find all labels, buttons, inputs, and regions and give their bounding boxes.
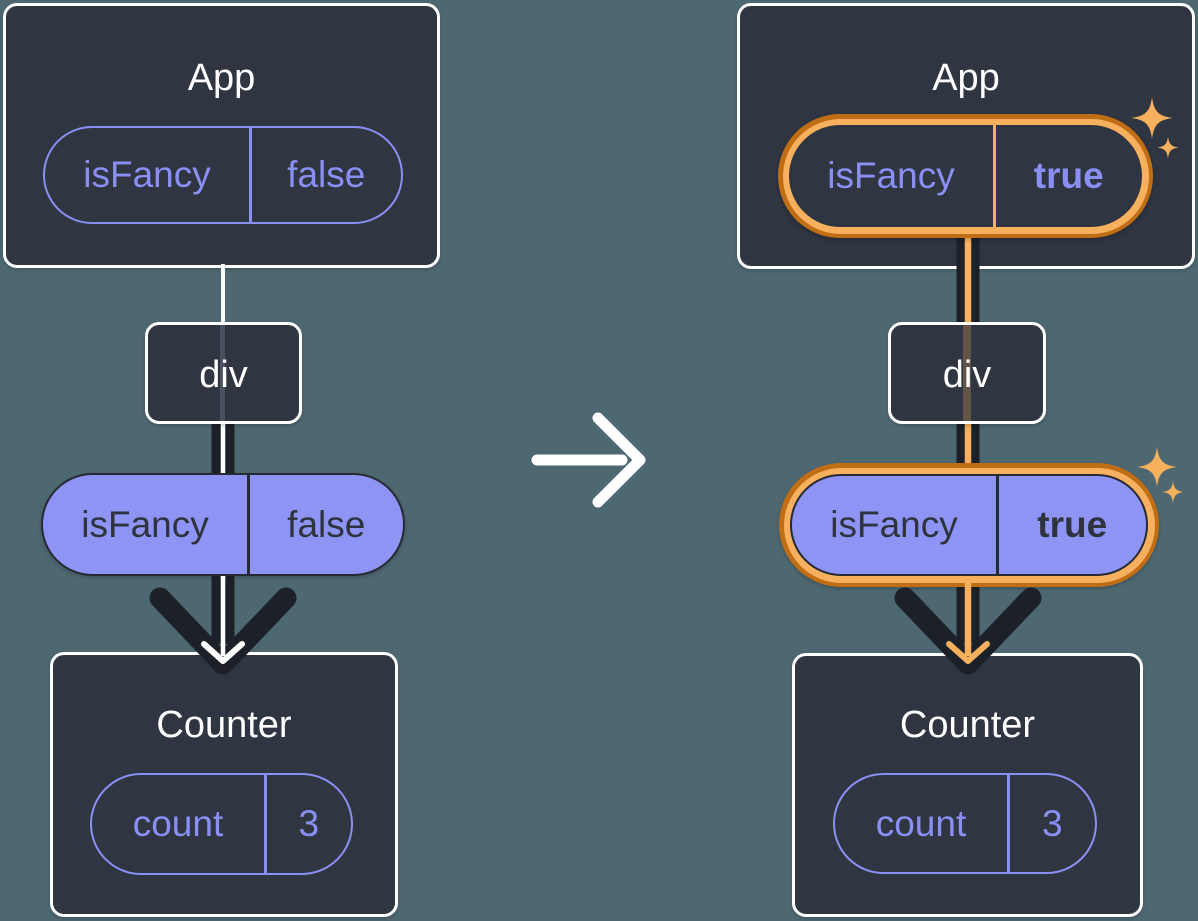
left-arrow-core-tip [220,576,226,656]
after-passed-prop-pill-highlight: isFancy true [779,463,1159,587]
before-counter-state-pill: count 3 [90,773,353,875]
after-app-prop-pill: isFancy true [789,125,1142,227]
transition-arrow-icon [531,412,646,508]
state-value: 3 [1041,802,1063,844]
before-app-prop-pill: isFancy false [43,126,403,224]
prop-key: isFancy [830,504,958,545]
right-arrow-core-tip [964,576,972,656]
left-app-div-connector [221,264,225,326]
pill-divider [996,476,999,574]
before-app-title: App [187,57,256,99]
highlight-ring: isFancy true [782,118,1149,234]
after-app-title: App [932,57,1000,99]
prop-key: isFancy [827,155,955,196]
after-div-title: div [942,354,992,396]
prop-key: isFancy [83,154,211,195]
highlight-ring: isFancy true [783,467,1155,583]
state-key: count [132,803,224,844]
before-div-card: div [145,322,302,424]
pill-divider [247,475,250,574]
prop-value: false [287,154,366,195]
after-app-prop-pill-highlight: isFancy true [778,114,1153,238]
state-value: 3 [298,803,320,844]
after-passed-prop-pill: isFancy true [790,474,1148,576]
after-counter-state-pill: count 3 [833,773,1097,874]
pill-divider [249,128,252,222]
pill-divider [993,125,996,227]
prop-key: isFancy [81,503,209,545]
pill-divider [264,775,267,873]
pill-divider [1007,775,1010,872]
prop-value: true [1033,155,1104,196]
before-passed-prop-pill: isFancy false [41,473,405,576]
after-div-card: div [888,322,1046,424]
before-counter-title: Counter [156,704,292,746]
before-div-title: div [199,354,248,396]
sparkle-icon [1162,481,1184,503]
prop-value: false [287,503,366,545]
prop-value: true [1037,504,1108,545]
after-counter-title: Counter [899,704,1036,746]
state-key: count [875,802,967,844]
